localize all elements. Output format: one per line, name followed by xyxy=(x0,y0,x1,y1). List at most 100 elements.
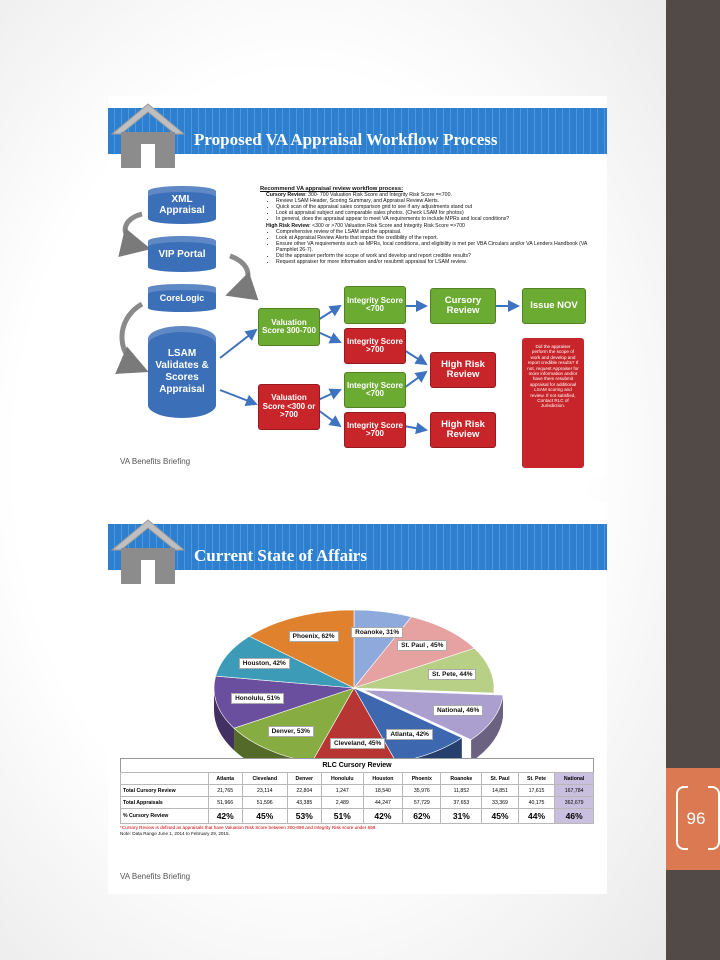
valuation-score-red: Valuation Score <300 or >700 xyxy=(258,384,320,430)
pie-slice-side xyxy=(398,737,462,762)
column-header: St. Paul xyxy=(481,772,519,785)
table-cell: 42% xyxy=(362,808,404,824)
table-cell: 45% xyxy=(481,808,519,824)
house-icon xyxy=(110,103,186,168)
page-number-bracket-left xyxy=(676,786,688,850)
pie-slice-side xyxy=(234,728,310,762)
pie-slice-label: Houston, 42% xyxy=(238,658,290,670)
pie-slice xyxy=(353,687,463,762)
column-header: Roanoke xyxy=(440,772,483,785)
table-cell: 43,385 xyxy=(286,796,322,809)
pie-slice-label: Phoenix, 62% xyxy=(288,630,339,642)
table-cell: 45% xyxy=(241,808,288,824)
pie-slice xyxy=(213,675,355,729)
column-header: St. Pete xyxy=(517,772,556,785)
row-label: % Cursory Review xyxy=(120,808,209,824)
xml-appraisal-node: XML Appraisal xyxy=(148,186,216,224)
table-cell: 362,679 xyxy=(554,796,594,809)
pie-slice-label: Honolulu, 51% xyxy=(231,692,284,704)
row-label: Total Cursory Review xyxy=(120,784,209,797)
table-cell: 44% xyxy=(517,808,556,824)
pie-slice-label: National, 46% xyxy=(432,704,484,716)
integrity-score-node: Integrity Score <700 xyxy=(344,286,406,324)
table-footnote: *Cursory Review is defined as appraisals… xyxy=(120,825,377,830)
recommend-heading: Recommend VA appraisal review workflow p… xyxy=(260,186,404,192)
title-banner xyxy=(108,108,607,154)
recommend-text-block: Recommend VA appraisal review workflow p… xyxy=(260,186,600,265)
rlc-cursory-table: RLC Cursory Review Atlanta Cleveland Den… xyxy=(120,758,594,836)
table-cell: 51,596 xyxy=(241,796,288,809)
table-cell: 21,765 xyxy=(207,784,243,797)
title-banner xyxy=(108,524,607,570)
column-header: Houston xyxy=(362,772,404,785)
pie-slice xyxy=(248,609,355,689)
house-icon xyxy=(110,519,186,584)
pie-slice xyxy=(353,616,476,689)
pie-slice-label: Atlanta, 42% xyxy=(386,728,433,740)
vip-portal-node: VIP Portal xyxy=(148,236,216,272)
cursory-review-node: Cursory Review xyxy=(430,288,496,324)
column-header: Honolulu xyxy=(320,772,364,785)
table-cell: 18,540 xyxy=(362,784,404,797)
list-item: Did the appraiser perform the scope of w… xyxy=(276,253,600,259)
table-cell: 31% xyxy=(440,808,483,824)
column-header: Cleveland xyxy=(241,772,288,785)
table-cell: 42% xyxy=(207,808,243,824)
integrity-score-node: Integrity Score <700 xyxy=(344,372,406,408)
table-cell: 35,976 xyxy=(402,784,442,797)
slide-footer: VA Benefits Briefing xyxy=(120,872,191,881)
table-row: Total Appraisals 51,966 51,596 43,385 2,… xyxy=(120,796,594,809)
data-table: Atlanta Cleveland Denver Honolulu Housto… xyxy=(120,772,594,824)
table-cell: 62% xyxy=(402,808,442,824)
slide-current-state: Current State of Affairs Roanoke, 31% St.… xyxy=(108,502,607,894)
cursory-review-label: Cursory Review xyxy=(266,192,306,199)
pie-slice-label: Roanoke, 31% xyxy=(351,627,404,639)
list-item: Quick scan of the appraisal sales compar… xyxy=(276,204,600,210)
corelogic-node: CoreLogic xyxy=(148,284,216,312)
table-cell: 23,114 xyxy=(241,784,288,797)
list-item: Request appraiser for more information a… xyxy=(276,259,600,265)
table-cell: 1,247 xyxy=(320,784,364,797)
valuation-score-green: Valuation Score 300-700 xyxy=(258,308,320,346)
high-risk-review-list: Comprehensive review of the LSAM and the… xyxy=(266,229,600,266)
list-item: Comprehensive review of the LSAM and the… xyxy=(276,229,600,235)
table-cell: 40,175 xyxy=(517,796,556,809)
pie-slice-label: Denver, 53% xyxy=(267,726,314,738)
page-number-bracket-right xyxy=(708,786,720,850)
list-item: In general, does the appraisal appear to… xyxy=(276,216,600,222)
table-row: Total Cursory Review 21,765 23,114 22,80… xyxy=(120,784,594,797)
page-number-tab xyxy=(666,768,720,870)
flow-arrows xyxy=(115,211,520,435)
cursory-review-criteria: : 300- 700 Valuation Risk Score and Inte… xyxy=(305,192,452,199)
table-title: RLC Cursory Review xyxy=(120,758,594,772)
pie-slice-label: St. Pete, 44% xyxy=(428,668,477,680)
integrity-score-node: Integrity Score >700 xyxy=(344,328,406,364)
list-item: Look at Appraisal Review Alerts that imp… xyxy=(276,235,600,241)
table-cell: 2,489 xyxy=(320,796,364,809)
slide-footer: VA Benefits Briefing xyxy=(120,457,191,466)
table-cell: 17,615 xyxy=(517,784,556,797)
table-date-note: Note: Data Range June 1, 2014 to Februar… xyxy=(120,831,230,836)
table-header-row: Atlanta Cleveland Denver Honolulu Housto… xyxy=(120,772,594,785)
table-cell: 57,729 xyxy=(402,796,442,809)
table-cell: 51,966 xyxy=(207,796,243,809)
table-cell: 11,852 xyxy=(440,784,483,797)
appraiser-followup-note: Did the appraiser perform the scope of w… xyxy=(522,338,584,468)
lsam-node: LSAM Validates & Scores Appraisal xyxy=(148,326,216,418)
pie-slice-side xyxy=(471,695,503,762)
issue-nov-node: Issue NOV xyxy=(522,288,586,324)
high-risk-review-node: High Risk Review xyxy=(430,412,496,448)
high-risk-review-label: High Risk Review xyxy=(266,222,310,229)
table-row: % Cursory Review 42% 45% 53% 51% 42% 62%… xyxy=(120,808,594,824)
table-cell: 51% xyxy=(320,808,364,824)
column-header: Denver xyxy=(286,772,322,785)
integrity-score-node: Integrity Score >700 xyxy=(344,412,406,448)
pie-slice xyxy=(353,647,495,694)
high-risk-review-node: High Risk Review xyxy=(430,352,496,388)
slide-title: Current State of Affairs xyxy=(194,546,367,565)
table-cell: 53% xyxy=(286,808,322,824)
page-number: 96 xyxy=(686,809,706,828)
cursory-review-list: Review LSAM Header, Scoring Summary, and… xyxy=(266,198,600,222)
pie-slice-side xyxy=(214,688,235,751)
table-cell: 44,247 xyxy=(362,796,404,809)
